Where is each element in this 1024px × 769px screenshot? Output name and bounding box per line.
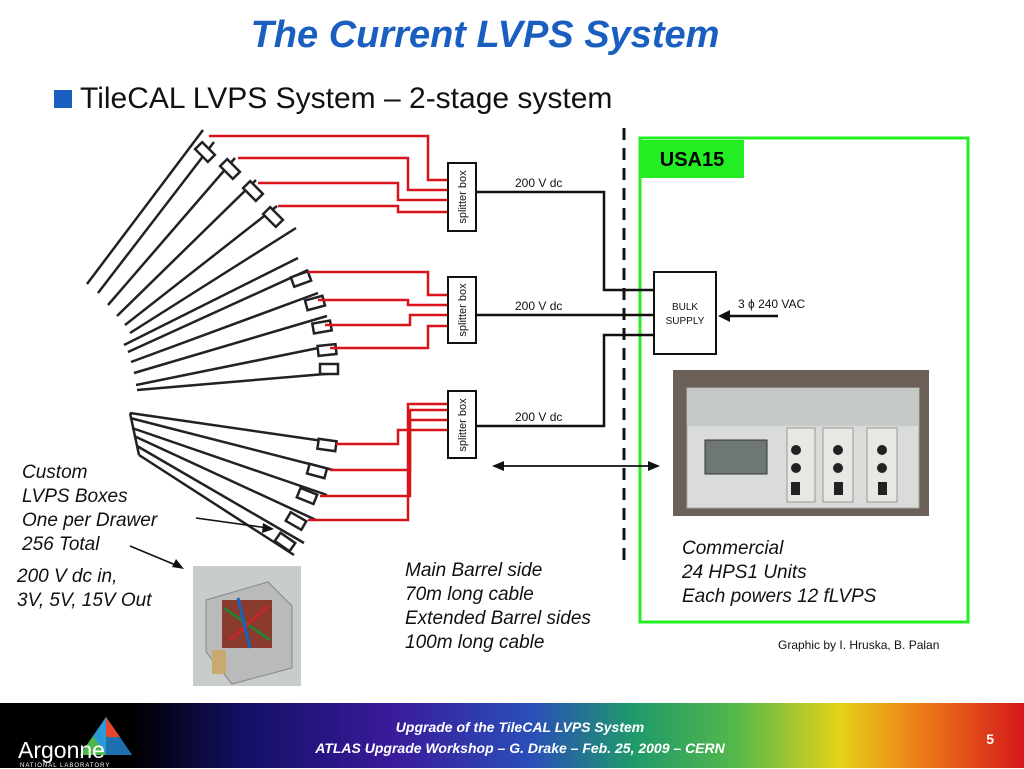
usa15-label: USA15 (660, 149, 724, 171)
dc-label-3: 200 V dc (515, 410, 562, 424)
annotation-dc-in-line1: 200 V dc in, (17, 566, 118, 587)
page-number: 5 (986, 731, 994, 747)
footer-line2: ATLAS Upgrade Workshop – G. Drake – Feb.… (315, 740, 725, 756)
usa15-label-bg (640, 140, 744, 178)
annotation-commercial: Commercial 24 HPS1 Units Each powers 12 … (682, 537, 876, 609)
footer-line1: Upgrade of the TileCAL LVPS System (395, 719, 645, 735)
annotation-cable-line1: Main Barrel side (405, 560, 543, 581)
lvps-box-photo (193, 566, 301, 686)
annotation-commercial-line2: 24 HPS1 Units (682, 562, 807, 583)
splitter-box-2-label: splitter box (457, 283, 469, 337)
splitter-box-3-label: splitter box (457, 398, 469, 452)
distance-arrow-right-icon (648, 461, 660, 471)
splitter-box-3 (447, 390, 477, 459)
wires-top (209, 134, 448, 214)
annotation-custom-line2: LVPS Boxes (22, 486, 128, 507)
distance-arrow-left-icon (492, 461, 504, 471)
pointer-custom-head-icon (262, 523, 274, 533)
annotation-custom-line3: One per Drawer (22, 510, 158, 531)
usa15-region (638, 136, 970, 624)
drawer-fan-top (86, 129, 297, 335)
annotation-commercial-line1: Commercial (682, 538, 784, 559)
annotation-dc-in-line2: 3V, 5V, 15V Out (17, 590, 152, 611)
annotation-commercial-line3: Each powers 12 fLVPS (682, 586, 877, 607)
pointer-dc-in (129, 545, 179, 567)
logo-name: Argonne (18, 737, 105, 763)
bulk-supply-line1: BULK (672, 302, 698, 313)
ac-arrowhead-icon (718, 310, 730, 322)
argonne-triangle-icon (80, 717, 132, 755)
logo-sub: NATIONAL LABORATORY (20, 763, 111, 769)
pointer-dc-in-head-icon (172, 559, 184, 569)
annotation-cable-line4: 100m long cable (405, 632, 545, 653)
bulk-supply-box (653, 271, 717, 355)
splitter-box-2 (447, 276, 477, 344)
bullet-item: TileCAL LVPS System – 2-stage system (54, 82, 612, 116)
dc-label-1: 200 V dc (515, 176, 562, 190)
wires-middle (308, 270, 448, 350)
commercial-supply-photo (673, 370, 929, 516)
slide-footer: Argonne NATIONAL LABORATORY Upgrade of t… (0, 703, 1024, 769)
annotation-custom-line1: Custom (22, 462, 88, 483)
lvps-diagram: USA15 (86, 128, 970, 686)
bulk-supply-line2: SUPPLY (666, 316, 705, 327)
argonne-logo: Argonne NATIONAL LABORATORY (8, 711, 148, 769)
pointer-custom (195, 517, 269, 529)
bullet-text: TileCAL LVPS System – 2-stage system (80, 82, 613, 115)
wires-bottom (308, 402, 448, 522)
ac-input-label: 3 ϕ 240 VAC (738, 297, 806, 311)
annotation-cable-line3: Extended Barrel sides (405, 608, 591, 629)
graphic-credit: Graphic by I. Hruska, B. Palan (778, 638, 940, 652)
slide-title: The Current LVPS System (250, 14, 720, 56)
bullet-square-icon (54, 90, 72, 108)
annotation-cable-line2: 70m long cable (405, 584, 534, 605)
annotation-dc-in: 200 V dc in, 3V, 5V, 15V Out (17, 565, 151, 613)
annotation-custom-line4: 256 Total (22, 534, 100, 555)
dc-label-2: 200 V dc (515, 299, 562, 313)
splitter-box-1 (447, 162, 477, 232)
annotation-custom: Custom LVPS Boxes One per Drawer 256 Tot… (22, 461, 157, 557)
splitter-box-1-label: splitter box (457, 170, 469, 224)
drawer-fan-bottom (128, 411, 339, 557)
dc-cables (476, 190, 654, 428)
annotation-cable: Main Barrel side 70m long cable Extended… (405, 559, 591, 655)
